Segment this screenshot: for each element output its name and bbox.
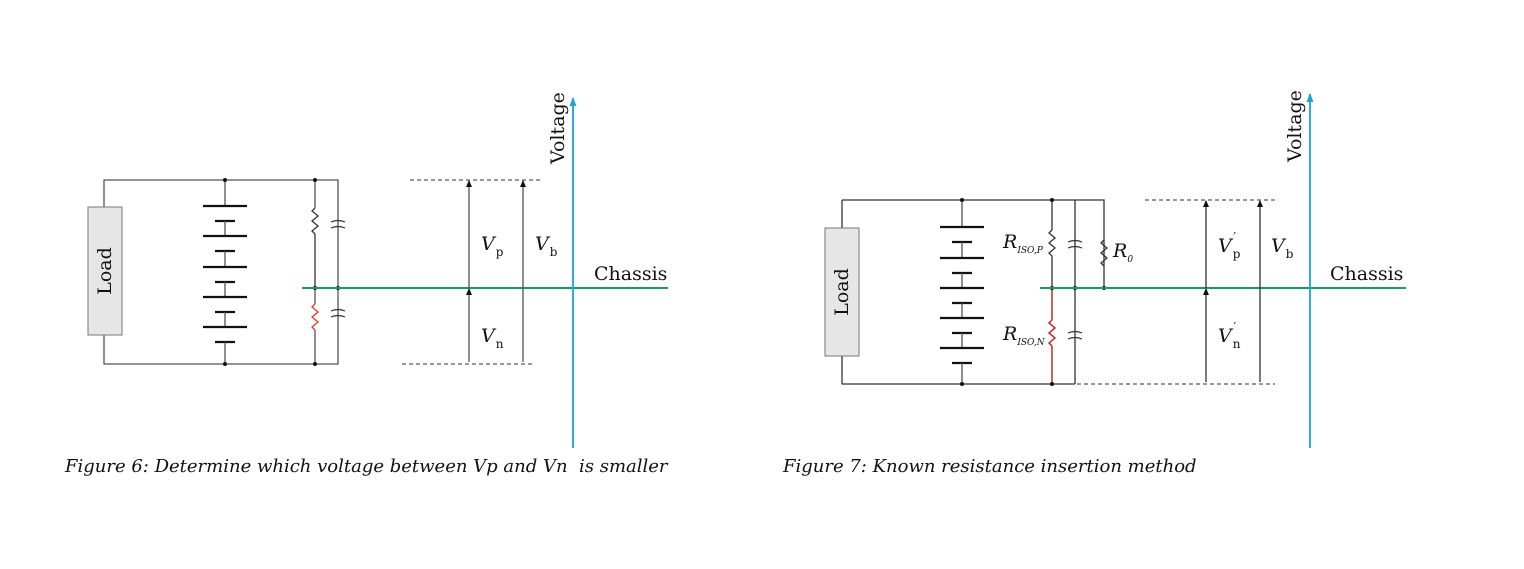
vn-prime-label: Vn′ bbox=[1218, 320, 1241, 351]
chassis-label: Chassis bbox=[1330, 263, 1403, 285]
resistor-r0-icon bbox=[1099, 239, 1109, 267]
vp-prime-label: Vp′ bbox=[1218, 230, 1241, 261]
circuit-top-wire bbox=[842, 199, 1105, 288]
load-box bbox=[87, 206, 123, 336]
battery-icon bbox=[940, 198, 984, 386]
figure-6-caption: Figure 6: Determine which voltage betwee… bbox=[65, 456, 668, 477]
riso-n-label: RISO,N bbox=[1002, 323, 1046, 348]
capacitor-negative-icon bbox=[330, 308, 346, 318]
capacitor-positive-icon bbox=[1067, 239, 1083, 249]
resistor-iso-p-icon bbox=[1047, 229, 1057, 257]
r0-label: R0 bbox=[1112, 240, 1133, 265]
battery-icon bbox=[203, 178, 247, 366]
resistor-positive-icon bbox=[310, 207, 320, 235]
load-label: Load bbox=[94, 247, 116, 295]
chassis-label: Chassis bbox=[594, 263, 667, 285]
vb-label: Vb bbox=[1271, 235, 1294, 261]
resistor-iso-n-icon bbox=[1047, 319, 1057, 347]
riso-p-label: RISO,P bbox=[1002, 231, 1044, 256]
vn-label: Vn bbox=[481, 325, 504, 351]
circuit-loop-wire bbox=[841, 200, 1075, 385]
resistor-negative-icon bbox=[310, 303, 320, 331]
load-box bbox=[824, 227, 860, 357]
circuit-loop-wire bbox=[103, 179, 339, 365]
load-label: Load bbox=[831, 268, 853, 316]
vb-label: Vb bbox=[535, 233, 558, 259]
capacitor-negative-icon bbox=[1067, 330, 1083, 340]
figure-6-circuit: Load bbox=[87, 92, 668, 448]
voltage-axis-label: Voltage bbox=[1284, 90, 1306, 163]
figure-7-caption: Figure 7: Known resistance insertion met… bbox=[783, 456, 1197, 477]
voltage-axis-label: Voltage bbox=[547, 92, 569, 165]
vp-label: Vp bbox=[481, 233, 504, 259]
figure-7-circuit: Load bbox=[824, 90, 1406, 448]
capacitor-positive-icon bbox=[330, 219, 346, 229]
